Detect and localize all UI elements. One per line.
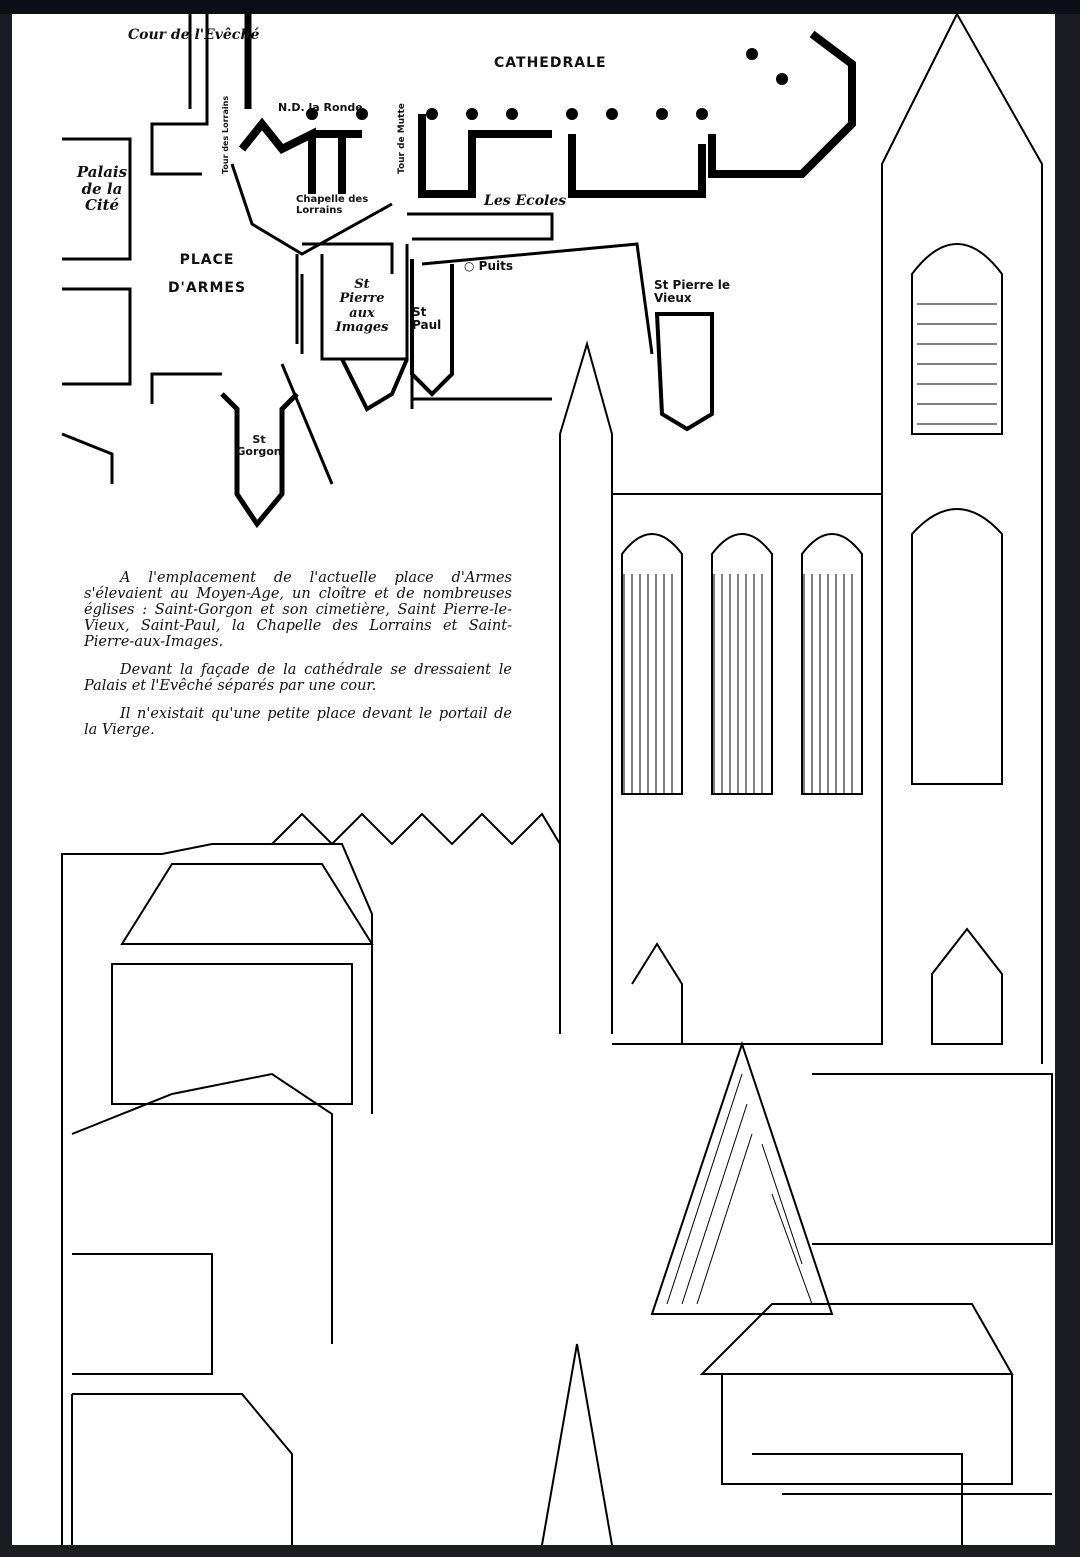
plan-map-drawing <box>61 14 1053 1545</box>
browser-top-bar <box>0 0 1080 14</box>
caption-text: A l'emplacement de l'actuelle place d'Ar… <box>84 570 512 750</box>
label-cour-eveche: Cour de l'Evêché <box>128 27 260 43</box>
label-puits-text: Puits <box>478 259 513 273</box>
caption-paragraph-3: Il n'existait qu'une petite place devant… <box>84 706 512 738</box>
label-les-ecoles: Les Ecoles <box>484 193 567 209</box>
label-cathedrale: CATHEDRALE <box>494 55 607 71</box>
caption-paragraph-1: A l'emplacement de l'actuelle place d'Ar… <box>84 570 512 650</box>
label-st-pierre-vieux: St Pierre le Vieux <box>654 278 731 306</box>
label-place-armes: PLACE D'ARMES <box>167 252 247 296</box>
label-st-paul: St Paul <box>412 305 442 333</box>
label-nd-la-ronde: N.D. la Ronde <box>278 101 363 114</box>
scanned-page: Cour de l'Evêché CATHEDRALE N.D. la Rond… <box>12 14 1055 1545</box>
label-tour-des-lorrains: Tour des Lorrains <box>221 95 230 174</box>
caption-paragraph-2: Devant la façade de la cathédrale se dre… <box>84 662 512 694</box>
label-tour-de-mutte: Tour de Mutte <box>397 103 407 174</box>
label-st-pierre-images: St Pierre aux Images <box>335 277 389 335</box>
cathedral-illustration <box>61 14 1053 1545</box>
label-palais-cite: Palais de la Cité <box>76 163 128 214</box>
label-puits: ○ Puits <box>464 259 513 273</box>
label-chapelle-lorrains: Chapelle des Lorrains <box>296 194 369 216</box>
label-st-gorgon: St Gorgon <box>236 433 282 459</box>
